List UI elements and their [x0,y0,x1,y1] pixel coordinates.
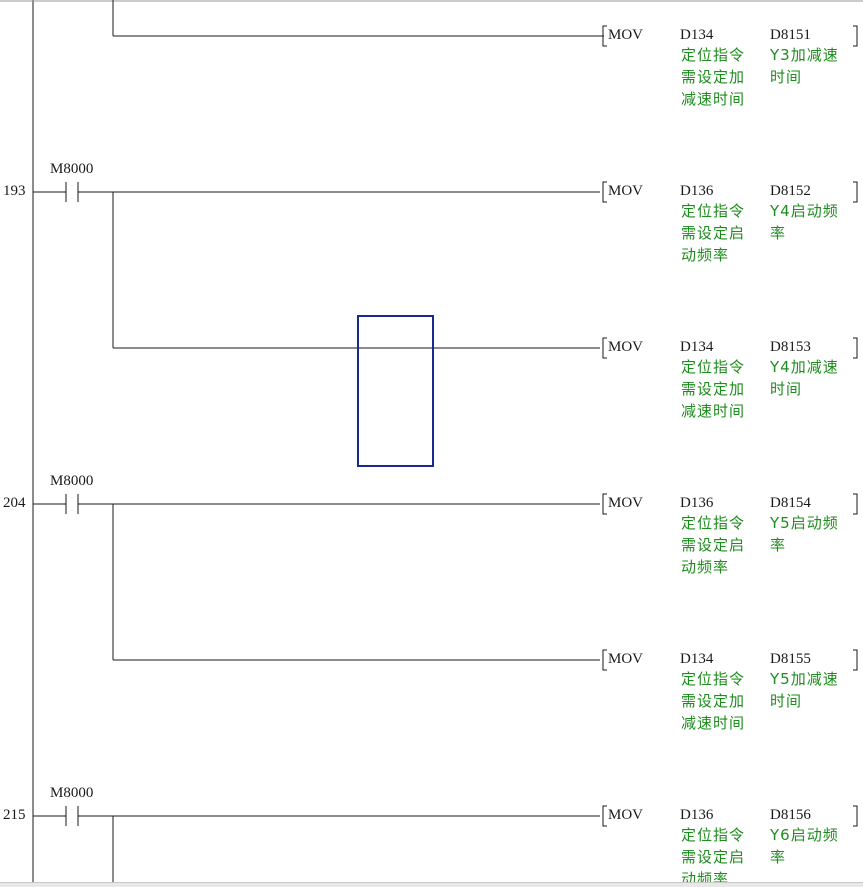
dst-comment: Y4启动频 率 [770,202,839,242]
instruction-src[interactable]: D136 [680,183,714,199]
instruction-dst[interactable]: D8151 [770,27,811,43]
step-number: 204 [3,495,26,511]
src-comment: 定位指令 需设定加 减速时间 [681,670,746,732]
instruction-src[interactable]: D136 [680,807,714,823]
src-comment: 定位指令 需设定加 减速时间 [681,358,746,420]
instruction-op[interactable]: MOV [608,339,644,355]
instruction-dst[interactable]: D8155 [770,651,811,667]
dst-comment: Y4加减速 时间 [770,358,839,398]
contact-label[interactable]: M8000 [50,161,94,177]
dst-comment: Y5启动频 率 [770,514,839,554]
edit-cursor-box[interactable] [357,315,434,467]
instruction-src[interactable]: D134 [680,339,714,355]
src-comment: 定位指令 需设定启 动频率 [681,826,746,887]
instruction-src[interactable]: D136 [680,495,714,511]
instruction-op[interactable]: MOV [608,183,644,199]
contact-label[interactable]: M8000 [50,785,94,801]
instruction-dst[interactable]: D8153 [770,339,811,355]
instruction-op[interactable]: MOV [608,807,644,823]
instruction-dst[interactable]: D8152 [770,183,811,199]
instruction-src[interactable]: D134 [680,651,714,667]
instruction-dst[interactable]: D8154 [770,495,811,511]
dst-comment: Y5加减速 时间 [770,670,839,710]
instruction-op[interactable]: MOV [608,27,644,43]
step-number: 193 [3,183,26,199]
instruction-brackets [602,25,858,827]
instruction-src[interactable]: D134 [680,27,714,43]
instruction-op[interactable]: MOV [608,495,644,511]
src-comment: 定位指令 需设定启 动频率 [681,202,746,264]
dst-comment: Y6启动频 率 [770,826,839,866]
src-comment: 定位指令 需设定启 动频率 [681,514,746,576]
contact-label[interactable]: M8000 [50,473,94,489]
horizontal-scrollbar[interactable] [0,882,863,887]
src-comment: 定位指令 需设定加 减速时间 [681,46,746,108]
step-number: 215 [3,807,26,823]
dst-comment: Y3加减速 时间 [770,46,839,86]
instruction-op[interactable]: MOV [608,651,644,667]
instruction-dst[interactable]: D8156 [770,807,811,823]
